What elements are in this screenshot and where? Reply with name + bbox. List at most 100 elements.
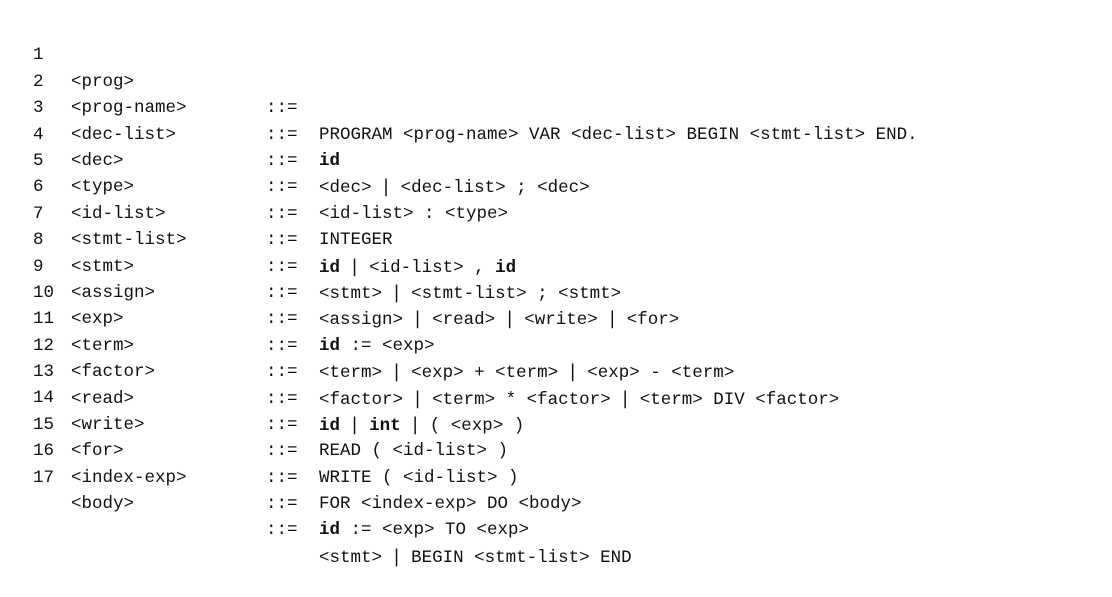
alternative-separator: | xyxy=(506,308,513,330)
rule-production-operator: ::= xyxy=(266,467,298,488)
alternative-separator: | xyxy=(414,308,421,330)
rule-text-segment: <term> xyxy=(319,363,393,384)
rule-number: 1 xyxy=(33,45,44,66)
token-identifier: id xyxy=(495,257,517,278)
rule-number: 9 xyxy=(33,256,44,277)
rule-nonterminal: <dec-list> xyxy=(71,124,177,145)
rule-production-operator: ::= xyxy=(266,362,298,383)
rule-definition: <term> | <exp> + <term> | <exp> - <term> xyxy=(319,359,734,386)
rule-production-operator: ::= xyxy=(266,335,298,356)
rule-nonterminal: <prog-name> xyxy=(71,98,187,119)
rule-text-segment: <exp> - <term> xyxy=(576,363,735,384)
rule-text-segment: := <exp> TO <exp> xyxy=(340,520,530,541)
rule-number: 16 xyxy=(33,441,55,462)
alternative-separator: | xyxy=(414,387,421,409)
rule-nonterminal: <exp> xyxy=(71,309,124,330)
rule-number: 11 xyxy=(33,309,55,330)
rule-nonterminal: <assign> xyxy=(71,282,156,303)
rule-number: 12 xyxy=(33,335,55,356)
rule-nonterminal: <factor> xyxy=(71,362,156,383)
rule-definition: WRITE ( <id-list> ) xyxy=(319,465,519,491)
rule-text-segment: READ ( <id-list> ) xyxy=(319,441,509,462)
rule-nonterminal: <for> xyxy=(71,441,124,462)
rule-definition: id := <exp> TO <exp> xyxy=(319,517,529,543)
rule-number: 6 xyxy=(33,177,44,198)
rule-nonterminal: <dec> xyxy=(71,150,124,171)
rule-production-operator: ::= xyxy=(266,230,298,251)
rule-text-segment: <factor> xyxy=(319,389,414,410)
rule-number: 8 xyxy=(33,230,44,251)
rule-nonterminal: <body> xyxy=(71,494,135,515)
rule-text-segment: BEGIN <stmt-list> END xyxy=(400,547,632,568)
rule-nonterminal: <stmt-list> xyxy=(71,230,187,251)
rule-definition: <id-list> : <type> xyxy=(319,201,508,227)
rule-definition: id := <exp> xyxy=(319,333,435,359)
rule-definition: PROGRAM <prog-name> VAR <dec-list> BEGIN… xyxy=(319,122,918,148)
rule-nonterminal: <term> xyxy=(71,335,135,356)
grammar-rule: 8 <stmt> ::= <assign> | <read> | <write>… xyxy=(33,201,1103,330)
alternative-separator: | xyxy=(393,281,400,303)
grammar-rule: 14 <write> ::= WRITE ( <id-list> ) xyxy=(33,359,1103,487)
rule-production-operator: ::= xyxy=(266,151,298,171)
token-identifier: id xyxy=(319,415,341,436)
rule-nonterminal: <prog> xyxy=(71,71,135,92)
rule-text-segment: <for> xyxy=(616,310,680,331)
rule-text-segment: <assign> xyxy=(319,310,414,331)
grammar-rule: 17 <body> ::= <stmt> | BEGIN <stmt-list>… xyxy=(33,438,1103,568)
rule-definition: <assign> | <read> | <write> | <for> xyxy=(319,306,679,333)
grammar-rule: 16 <index-exp> ::= id := <exp> TO <exp> xyxy=(33,412,1103,540)
grammar-rule: 12 <factor> ::= id | int | ( <exp> ) xyxy=(33,306,1103,436)
rule-production-operator: ::= xyxy=(266,282,298,303)
rule-definition: id | int | ( <exp> ) xyxy=(319,412,524,439)
rule-definition: FOR <index-exp> DO <body> xyxy=(319,491,582,517)
rule-definition: id | <id-list> , id xyxy=(319,254,516,281)
rule-nonterminal: <index-exp> xyxy=(71,467,187,488)
alternative-separator: | xyxy=(351,413,358,435)
token-identifier: id xyxy=(319,335,341,356)
rule-text-segment: FOR <index-exp> DO <body> xyxy=(319,494,582,515)
grammar-rule: 11 <term> ::= <factor> | <term> * <facto… xyxy=(33,280,1103,409)
rule-production-operator: ::= xyxy=(266,177,298,198)
token-identifier: id xyxy=(319,520,341,541)
alternative-separator: | xyxy=(569,361,576,383)
rule-number: 15 xyxy=(33,414,55,435)
rule-production-operator: ::= xyxy=(266,388,298,409)
grammar-rule: 10 <exp> ::= <term> | <exp> + <term> | <… xyxy=(33,254,1103,383)
rule-text-segment: ( <exp> ) xyxy=(419,415,525,436)
rule-definition: <stmt> | <stmt-list> ; <stmt> xyxy=(319,280,621,307)
alternative-separator: | xyxy=(412,413,419,435)
rule-text-segment: <term> * <factor> xyxy=(421,389,622,410)
alternative-separator: | xyxy=(383,176,390,198)
rule-nonterminal: <read> xyxy=(71,388,135,409)
rule-text-segment: <stmt-list> ; <stmt> xyxy=(400,283,622,304)
grammar-rule: 13 <read> ::= READ ( <id-list> ) xyxy=(33,333,1103,461)
token-identifier: int xyxy=(369,415,401,436)
alternative-separator: | xyxy=(393,361,400,383)
rule-text-segment: <dec-list> ; <dec> xyxy=(390,178,590,199)
rule-text-segment: INTEGER xyxy=(319,230,393,251)
rule-production-operator: ::= xyxy=(266,124,298,145)
rule-nonterminal: <stmt> xyxy=(71,256,135,277)
grammar-rule: 4 <dec> ::= <id-list> : <type> xyxy=(33,95,1103,224)
rule-number: 10 xyxy=(33,282,55,303)
alternative-separator: | xyxy=(351,255,358,277)
rule-production-operator: ::= xyxy=(266,203,298,224)
grammar-rule: 7 <stmt-list> ::= <stmt> | <stmt-list> ;… xyxy=(33,174,1103,304)
rule-text-segment: <id-list> : <type> xyxy=(319,203,509,224)
rule-number: 5 xyxy=(33,150,44,171)
rule-text-segment: <exp> + <term> xyxy=(400,363,569,384)
grammar-rule: 2 <prog-name> ::= id xyxy=(33,42,1103,171)
rule-text-segment: <term> DIV <factor> xyxy=(629,389,840,410)
grammar-rule: 9 <assign> ::= id := <exp> xyxy=(33,227,1103,356)
alternative-separator: | xyxy=(622,387,629,409)
rule-number: 4 xyxy=(33,124,44,145)
grammar-rule: 1 <prog> ::= PROGRAM <prog-name> VAR <de… xyxy=(33,16,1103,144)
rule-text-segment: <read> xyxy=(421,310,506,331)
rule-text-segment: PROGRAM <prog-name> VAR <dec-list> BEGIN… xyxy=(319,124,918,145)
rule-production-operator: ::= xyxy=(266,309,298,330)
token-identifier: id xyxy=(319,151,341,172)
rule-production-operator: ::= xyxy=(266,98,298,119)
grammar-rule: 15 <for> ::= FOR <index-exp> DO <body> xyxy=(33,385,1103,514)
rule-text-segment: <id-list> , xyxy=(358,257,496,278)
rule-number: 7 xyxy=(33,203,44,224)
